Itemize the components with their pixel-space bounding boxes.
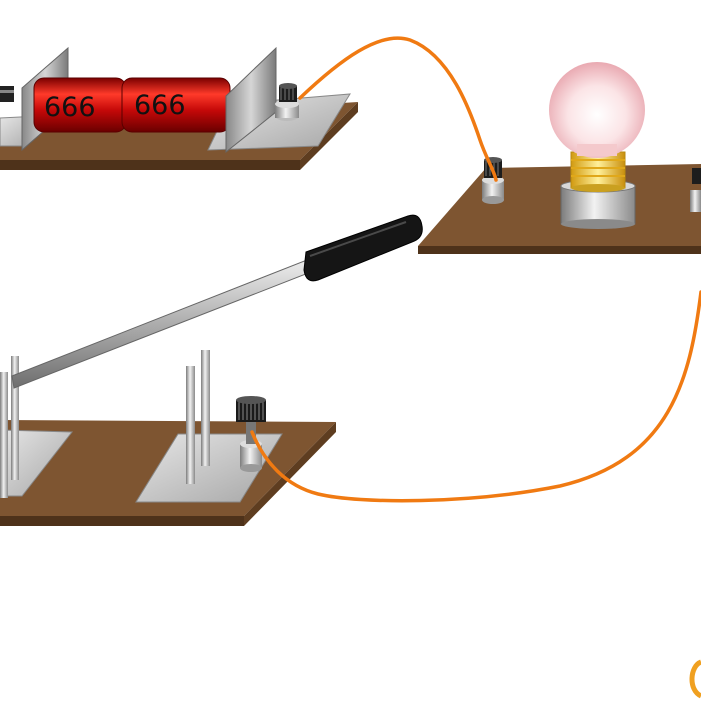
knife-switch bbox=[0, 214, 423, 526]
switch-handle[interactable] bbox=[303, 214, 423, 282]
wire-battery-to-bulb bbox=[298, 36, 498, 182]
wire-bulb-to-switch bbox=[250, 290, 701, 503]
jaw-post bbox=[201, 350, 210, 466]
terminal-post bbox=[482, 157, 504, 204]
battery-cell: 666 bbox=[121, 77, 231, 133]
cell-label: 666 bbox=[134, 90, 186, 121]
hinge-post bbox=[0, 372, 8, 498]
terminal-post bbox=[690, 168, 701, 212]
cell-label: 666 bbox=[44, 92, 96, 123]
bulb-base bbox=[570, 151, 626, 192]
jaw-post bbox=[186, 366, 195, 484]
terminal-post bbox=[275, 83, 299, 121]
battery-holder: 666 666 bbox=[0, 46, 358, 170]
terminal-post bbox=[0, 86, 14, 102]
wire bbox=[250, 36, 701, 503]
bulb-holder bbox=[418, 62, 701, 254]
light-bulb bbox=[549, 62, 645, 158]
switch-blade bbox=[11, 257, 317, 389]
battery-cell: 666 bbox=[33, 77, 127, 133]
hinge-post bbox=[11, 356, 19, 480]
corner-logo-mark bbox=[689, 659, 701, 699]
bulb-board bbox=[418, 164, 701, 254]
